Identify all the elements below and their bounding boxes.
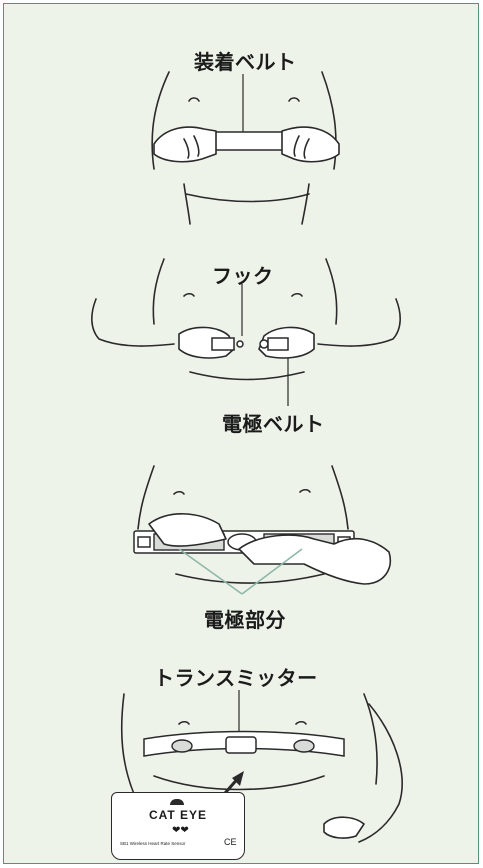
right-hand <box>281 126 340 163</box>
hand-on-hip <box>323 816 365 839</box>
diagram-frame: 装着ベルト フック 電極ベルト <box>3 3 479 864</box>
right-arm-wet <box>238 534 391 585</box>
label-electrode-belt: 電極ベルト <box>222 412 325 436</box>
illustration-panel-2 <box>91 258 401 406</box>
label-electrode-part: 電極部分 <box>204 608 286 632</box>
label-transmitter: トランスミッター <box>154 666 318 690</box>
leader-electrode-left <box>178 548 243 595</box>
device-logo-mark <box>170 799 184 805</box>
transmitter-device: CAT EYE ❤❤ SB1 Wireless Heart Rate Senso… <box>111 792 245 860</box>
heart-icon: ❤❤ <box>172 825 189 836</box>
left-hand <box>153 126 217 163</box>
illustration-panel-3 <box>133 465 391 595</box>
illustration-panel-1 <box>151 71 340 225</box>
arrow-head <box>232 771 244 786</box>
left-hand-wet <box>148 513 227 547</box>
torso-left-edge <box>151 71 170 170</box>
illustration-panel-4 <box>120 690 403 843</box>
label-wearing-belt: 装着ベルト <box>194 50 297 74</box>
leader-electrode-right <box>241 548 303 595</box>
transmitter-on-strap <box>225 736 257 754</box>
device-brand: CAT EYE <box>148 808 208 822</box>
device-model: SB1 Wireless Heart Rate Sensor <box>120 841 186 846</box>
waist-line <box>185 193 310 203</box>
hook-ring <box>236 340 244 348</box>
ce-mark: CE <box>224 837 237 847</box>
torso-right-edge <box>321 71 337 170</box>
